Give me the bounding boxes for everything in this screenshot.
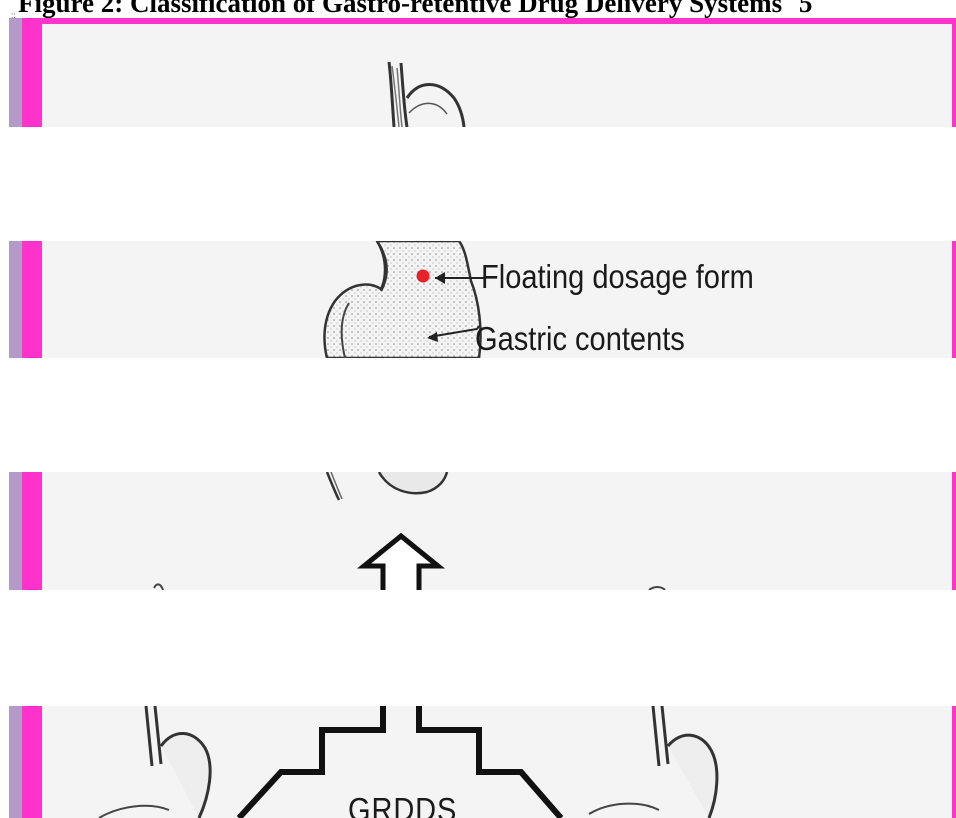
stomach-illustration-top <box>9 18 956 127</box>
grdds-central-illustration <box>9 706 956 818</box>
figure-strip-1 <box>9 18 956 127</box>
figure-strip-4: GRDDS <box>9 706 956 818</box>
floating-dosage-dot <box>417 270 430 283</box>
figure-strip-3 <box>9 472 956 590</box>
figure-caption-suffix: 5 <box>799 0 813 18</box>
figure-caption: Figure 2: Classification of Gastro-reten… <box>18 0 956 18</box>
grdds-label: GRDDS <box>348 792 457 818</box>
gastric-contents-label: Gastric contents <box>475 321 685 357</box>
figure-strip-2: Floating dosage form Gastric contents <box>9 241 956 358</box>
floating-dosage-label: Floating dosage form <box>481 259 754 295</box>
figure-caption-text: Figure 2: Classification of Gastro-reten… <box>18 0 782 18</box>
arrow-up-illustration <box>9 472 956 590</box>
